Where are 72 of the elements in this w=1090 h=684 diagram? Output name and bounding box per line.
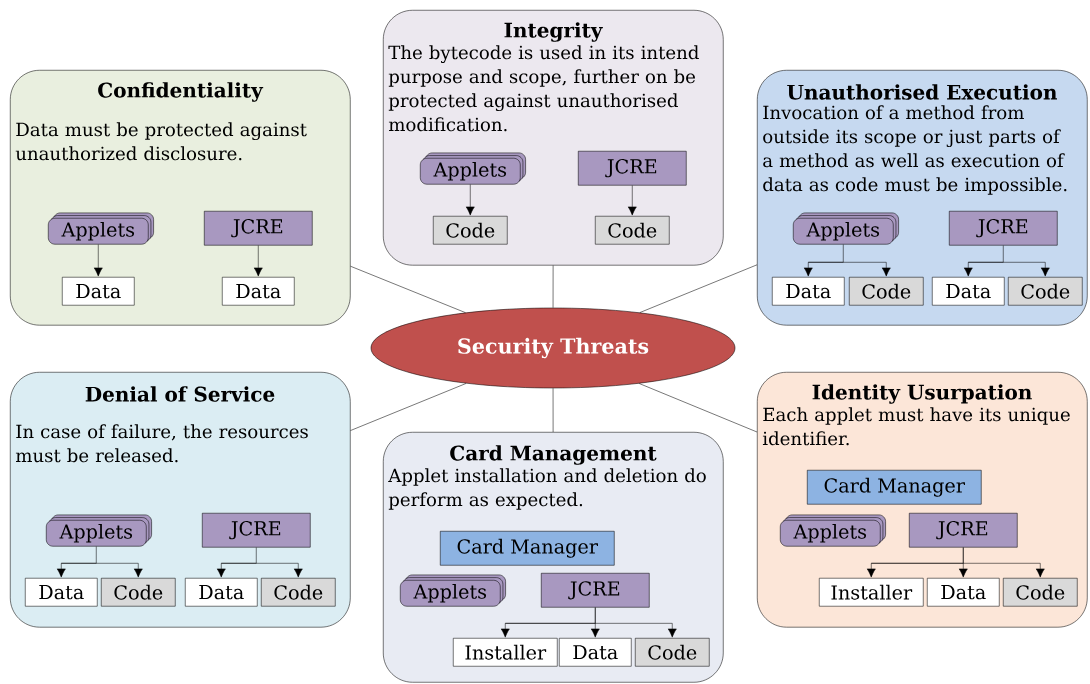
component-box: Code <box>261 577 336 607</box>
arrow <box>627 185 637 216</box>
stacked-box: Applets <box>780 514 886 547</box>
component-box: JCRE <box>909 512 1018 548</box>
connector-line <box>221 547 299 564</box>
component-box: Code <box>1003 577 1078 607</box>
panel-title: Unauthorised Execution <box>787 84 1057 100</box>
component-box: Data <box>932 276 1005 306</box>
component-box: Data <box>185 577 258 607</box>
arrow <box>1035 563 1045 578</box>
component-box: Data <box>559 638 632 667</box>
stacked-box: Applets <box>400 574 506 607</box>
component-box: Code <box>849 276 924 306</box>
component-box: Data <box>772 276 845 306</box>
panel-title: Card Management <box>450 445 657 465</box>
panel-title: Integrity <box>504 22 603 42</box>
arrow <box>56 563 66 578</box>
panel-title: Identity Usurpation <box>812 384 1032 404</box>
connector-line <box>639 264 758 313</box>
component-box: Card Manager <box>807 469 982 505</box>
component-box: Installer <box>453 638 558 667</box>
connector-line <box>968 245 1046 263</box>
arrow <box>958 547 968 578</box>
component-box: Card Manager <box>440 531 615 566</box>
panel-text: In case of failure, the resources must be released. <box>15 424 308 463</box>
stacked-box: Applets <box>48 212 154 245</box>
component-box: JCRE <box>578 150 687 186</box>
stacked-box: Applets <box>793 212 899 245</box>
arrow <box>216 563 226 578</box>
component-box: Data <box>25 577 98 607</box>
panel-text: The bytecode is used in its intend purpose and scope, further on be protected against unauthorised modification. <box>388 45 699 132</box>
panel-text: Each applet must have its unique identifier. <box>762 407 1070 446</box>
component-box: JCRE <box>204 210 313 246</box>
panel-text: Applet installation and deletion do perform as expected. <box>388 468 706 510</box>
arrow <box>866 563 876 578</box>
arrow <box>465 184 475 216</box>
connector-line <box>638 383 758 433</box>
arrow <box>667 623 677 638</box>
component-box: JCRE <box>541 573 650 608</box>
component-box: Data <box>927 577 1000 607</box>
arrow <box>93 244 103 277</box>
component-box: Code <box>595 215 670 245</box>
arrow <box>881 262 891 277</box>
component-box: Data <box>222 276 295 306</box>
arrow <box>500 623 510 638</box>
arrow <box>133 563 143 578</box>
component-box: JCRE <box>202 512 311 548</box>
component-box: Code <box>635 638 710 667</box>
arrow <box>1040 262 1050 277</box>
arrow <box>963 262 973 277</box>
stacked-box: Applets <box>46 514 152 547</box>
panel-title: Confidentiality <box>98 82 264 102</box>
connector-line <box>808 244 887 263</box>
connector-line <box>350 383 467 431</box>
connector-line <box>61 546 139 564</box>
panel-title: Denial of Service <box>85 386 275 402</box>
panel-text: Invocation of a method from outside its scope or just parts of a method as well as execution of data as code must be impossible. <box>763 105 1067 195</box>
panel-text: Data must be protected against unauthorized disclosure. <box>15 122 307 161</box>
component-box: Code <box>1008 276 1083 306</box>
component-box: Code <box>433 215 508 245</box>
arrow <box>253 245 263 277</box>
component-box: Data <box>62 276 135 306</box>
connector-line <box>552 265 554 308</box>
component-box: Code <box>101 577 176 607</box>
arrow <box>803 262 813 277</box>
arrow <box>590 607 600 638</box>
stacked-box: Applets <box>420 152 526 185</box>
arrow <box>293 563 303 578</box>
component-box: JCRE <box>949 210 1058 246</box>
component-box: Installer <box>819 577 924 607</box>
connector-line <box>552 388 554 433</box>
connector-line <box>350 265 466 313</box>
